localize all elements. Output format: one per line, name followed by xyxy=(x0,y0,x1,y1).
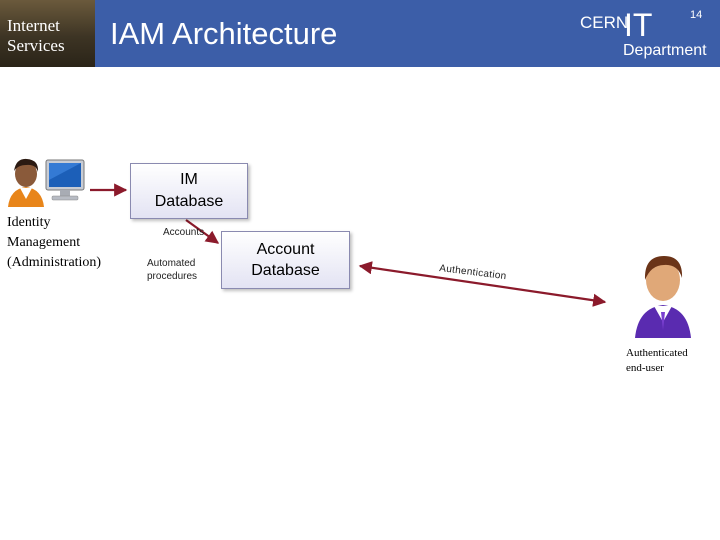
brand-box: Internet Services xyxy=(0,0,95,67)
brand-text: Internet Services xyxy=(7,16,65,55)
svg-text:CERN: CERN xyxy=(580,13,628,32)
svg-text:IT: IT xyxy=(624,7,652,43)
automated-procedures-label: Automated procedures xyxy=(147,258,198,282)
slide-title: IAM Architecture xyxy=(110,16,338,51)
im-database-box: IM Database xyxy=(130,163,248,219)
accounts-label: Accounts xyxy=(163,227,205,238)
end-user-person-icon xyxy=(635,256,691,338)
page-number: 14 xyxy=(690,9,703,21)
arrow-im-to-account xyxy=(185,219,220,244)
admin-person-icon xyxy=(8,158,44,207)
cern-it-logo-icon: CERN IT Department xyxy=(580,7,707,59)
arrow-auth xyxy=(358,261,607,307)
account-database-box: Account Database xyxy=(221,231,350,289)
identity-management-label: Identity Management (Administration) xyxy=(7,215,102,270)
svg-text:Department: Department xyxy=(623,42,707,59)
authenticated-end-user-label: Authenticated end-user xyxy=(626,347,688,374)
computer-icon xyxy=(45,159,85,201)
slide-header: Internet Services IAM Architecture CERN … xyxy=(0,0,720,67)
